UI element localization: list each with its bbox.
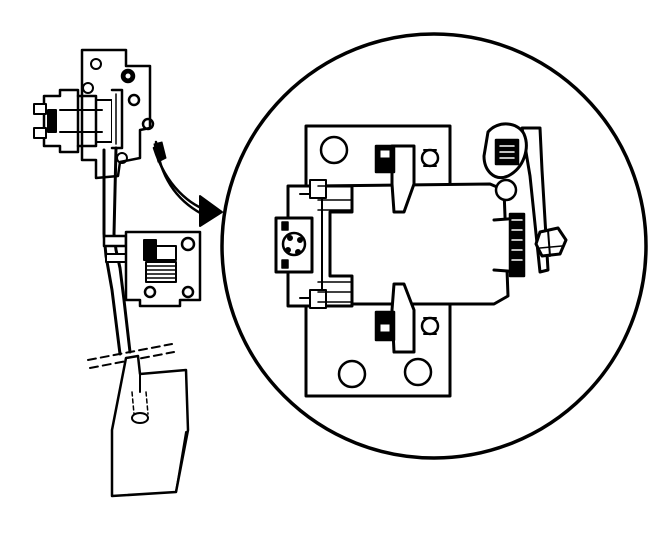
pedal-pad — [110, 354, 190, 498]
lower-bracket — [124, 230, 202, 308]
detail-view — [220, 32, 648, 460]
callout-arrow — [152, 140, 223, 227]
pedal-assembly — [33, 48, 202, 498]
upper-switch-assembly — [33, 48, 155, 180]
